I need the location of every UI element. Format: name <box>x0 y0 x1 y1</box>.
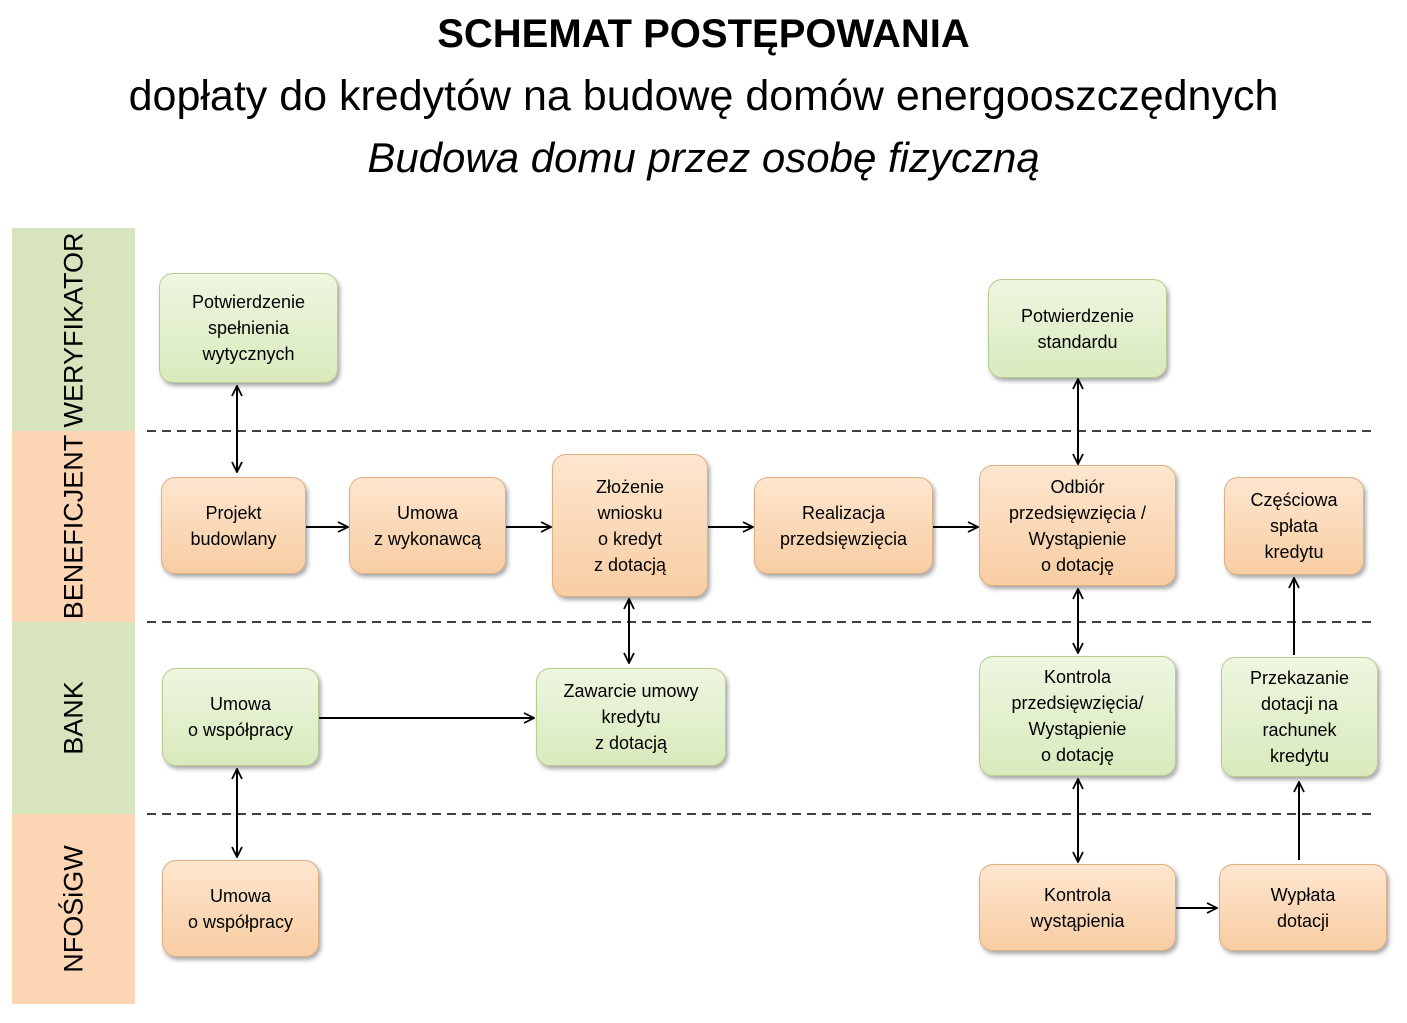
box-przekazanie-dotacji: Przekazanie dotacji na rachunek kredytu <box>1221 657 1378 777</box>
lane-beneficjent: BENEFICJENT <box>12 431 135 622</box>
box-projekt-budowlany: Projekt budowlany <box>161 477 306 574</box>
box-wyplata-dotacji: Wypłata dotacji <box>1219 864 1387 951</box>
box-bank-umowa-wspolpracy: Umowa o współpracy <box>162 668 319 766</box>
box-kontrola-wystapienia: Kontrola wystąpienia <box>979 864 1176 951</box>
lane-weryfikator: WERYFIKATOR <box>12 228 135 431</box>
box-odbior-przedsiewziecia: Odbiór przedsięwzięcia / Wystąpienie o d… <box>979 465 1176 586</box>
box-kontrola-przedsiewziecia: Kontrola przedsięwzięcia/ Wystąpienie o … <box>979 656 1176 776</box>
diagram-case: Budowa domu przez osobę fizyczną <box>367 134 1040 181</box>
box-czesciowa-splata: Częściowa spłata kredytu <box>1224 477 1364 575</box>
lane-dividers <box>147 430 1375 815</box>
box-zawarcie-umowy-kredytu: Zawarcie umowy kredytu z dotacją <box>536 668 726 766</box>
diagram-title: SCHEMAT POSTĘPOWANIA <box>437 12 970 56</box>
box-realizacja: Realizacja przedsięwzięcia <box>754 477 933 574</box>
lane-nfosigw: NFOŚiGW <box>12 814 135 1004</box>
box-nfosigw-umowa-wspolpracy: Umowa o współpracy <box>162 860 319 957</box>
box-umowa-z-wykonawca: Umowa z wykonawcą <box>349 477 506 574</box>
lane-bank: BANK <box>12 622 135 814</box>
box-potwierdzenie-standardu: Potwierdzenie standardu <box>988 279 1167 378</box>
box-zlozenie-wniosku: Złożenie wniosku o kredyt z dotacją <box>552 454 708 597</box>
box-potwierdzenie-wytycznych: Potwierdzenie spełnienia wytycznych <box>159 273 338 383</box>
diagram-subtitle: dopłaty do kredytów na budowę domów ener… <box>128 72 1279 120</box>
